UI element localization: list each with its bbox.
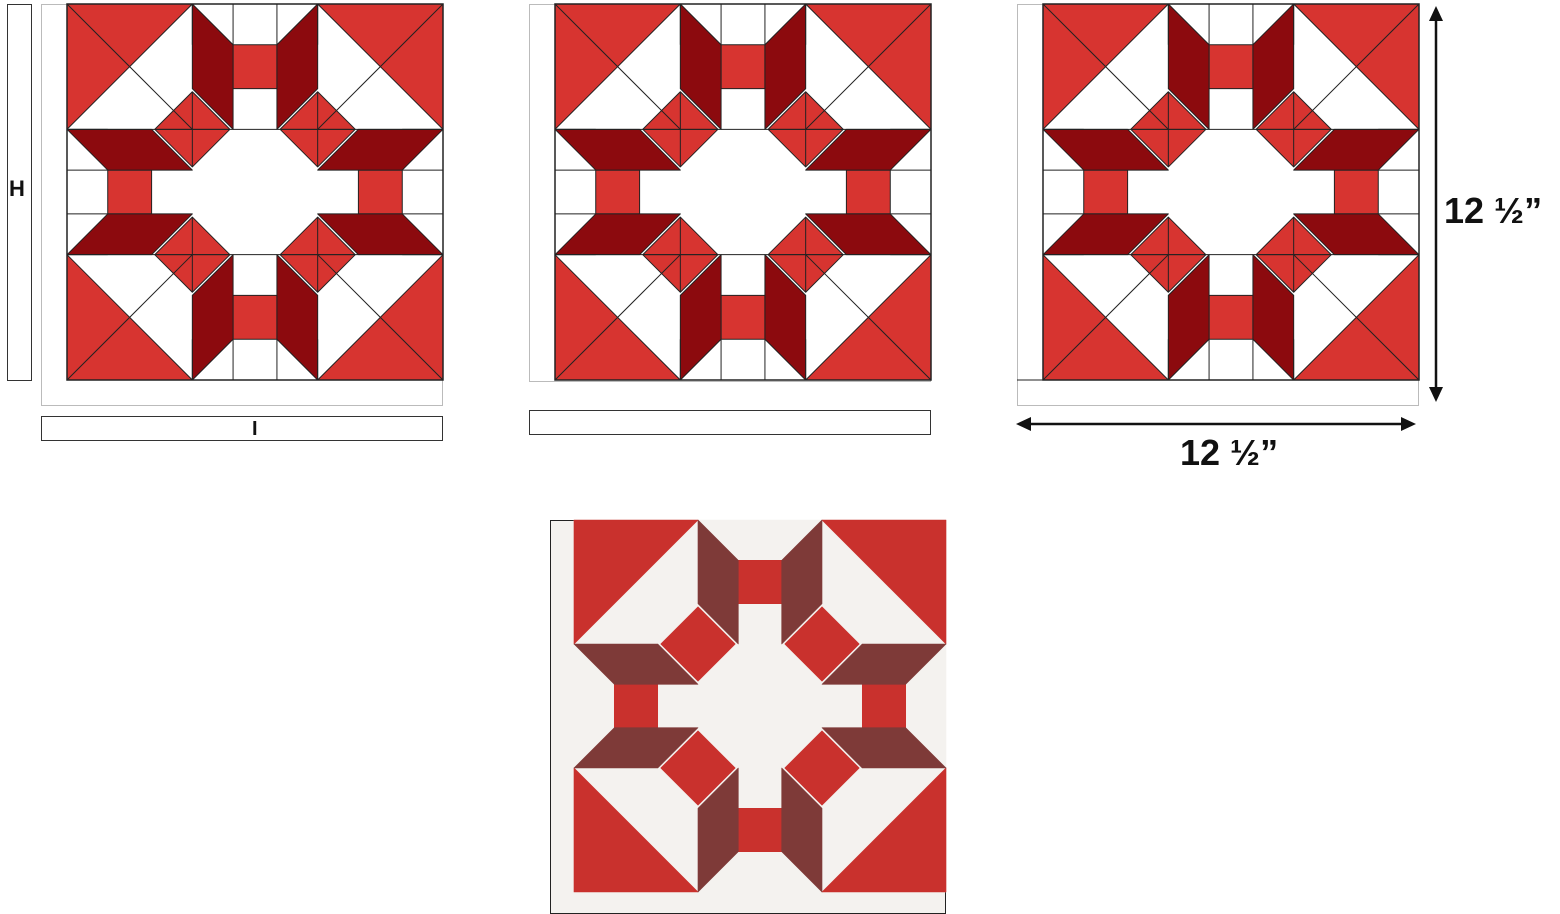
side-square-top <box>1209 45 1253 89</box>
quilt-block-diagram-3 <box>1017 4 1419 406</box>
side-square-right <box>846 170 890 214</box>
side-square-bottom <box>721 295 765 339</box>
side-square-right <box>358 170 402 214</box>
side-square-top <box>233 45 277 89</box>
block-pieces <box>574 520 946 892</box>
width-arrow <box>1014 414 1418 434</box>
side-square-top <box>738 560 781 603</box>
side-square-top <box>721 45 765 89</box>
width-dimension-label: 12 ½” <box>1180 432 1278 474</box>
side-square-left <box>596 170 640 214</box>
block-pieces <box>1043 4 1419 380</box>
side-square-left <box>614 684 657 727</box>
bottom-strip-loose <box>529 410 931 435</box>
quilt-block-diagram-2 <box>529 4 931 382</box>
finished-block-photo <box>550 520 946 914</box>
side-square-right <box>1334 170 1378 214</box>
side-square-bottom <box>1209 295 1253 339</box>
quilt-block-diagram-1 <box>41 4 443 406</box>
block-pieces <box>67 4 443 380</box>
side-square-right <box>862 684 905 727</box>
bottom-strip-label: I <box>252 418 258 441</box>
bottom-strip-i <box>41 416 443 441</box>
block-pieces <box>555 4 931 380</box>
height-arrow <box>1426 4 1446 404</box>
side-square-bottom <box>738 808 781 851</box>
side-square-bottom <box>233 295 277 339</box>
side-square-left <box>108 170 152 214</box>
side-square-left <box>1084 170 1128 214</box>
side-strip-label: H <box>9 176 25 202</box>
height-dimension-label: 12 ½” <box>1444 190 1542 232</box>
